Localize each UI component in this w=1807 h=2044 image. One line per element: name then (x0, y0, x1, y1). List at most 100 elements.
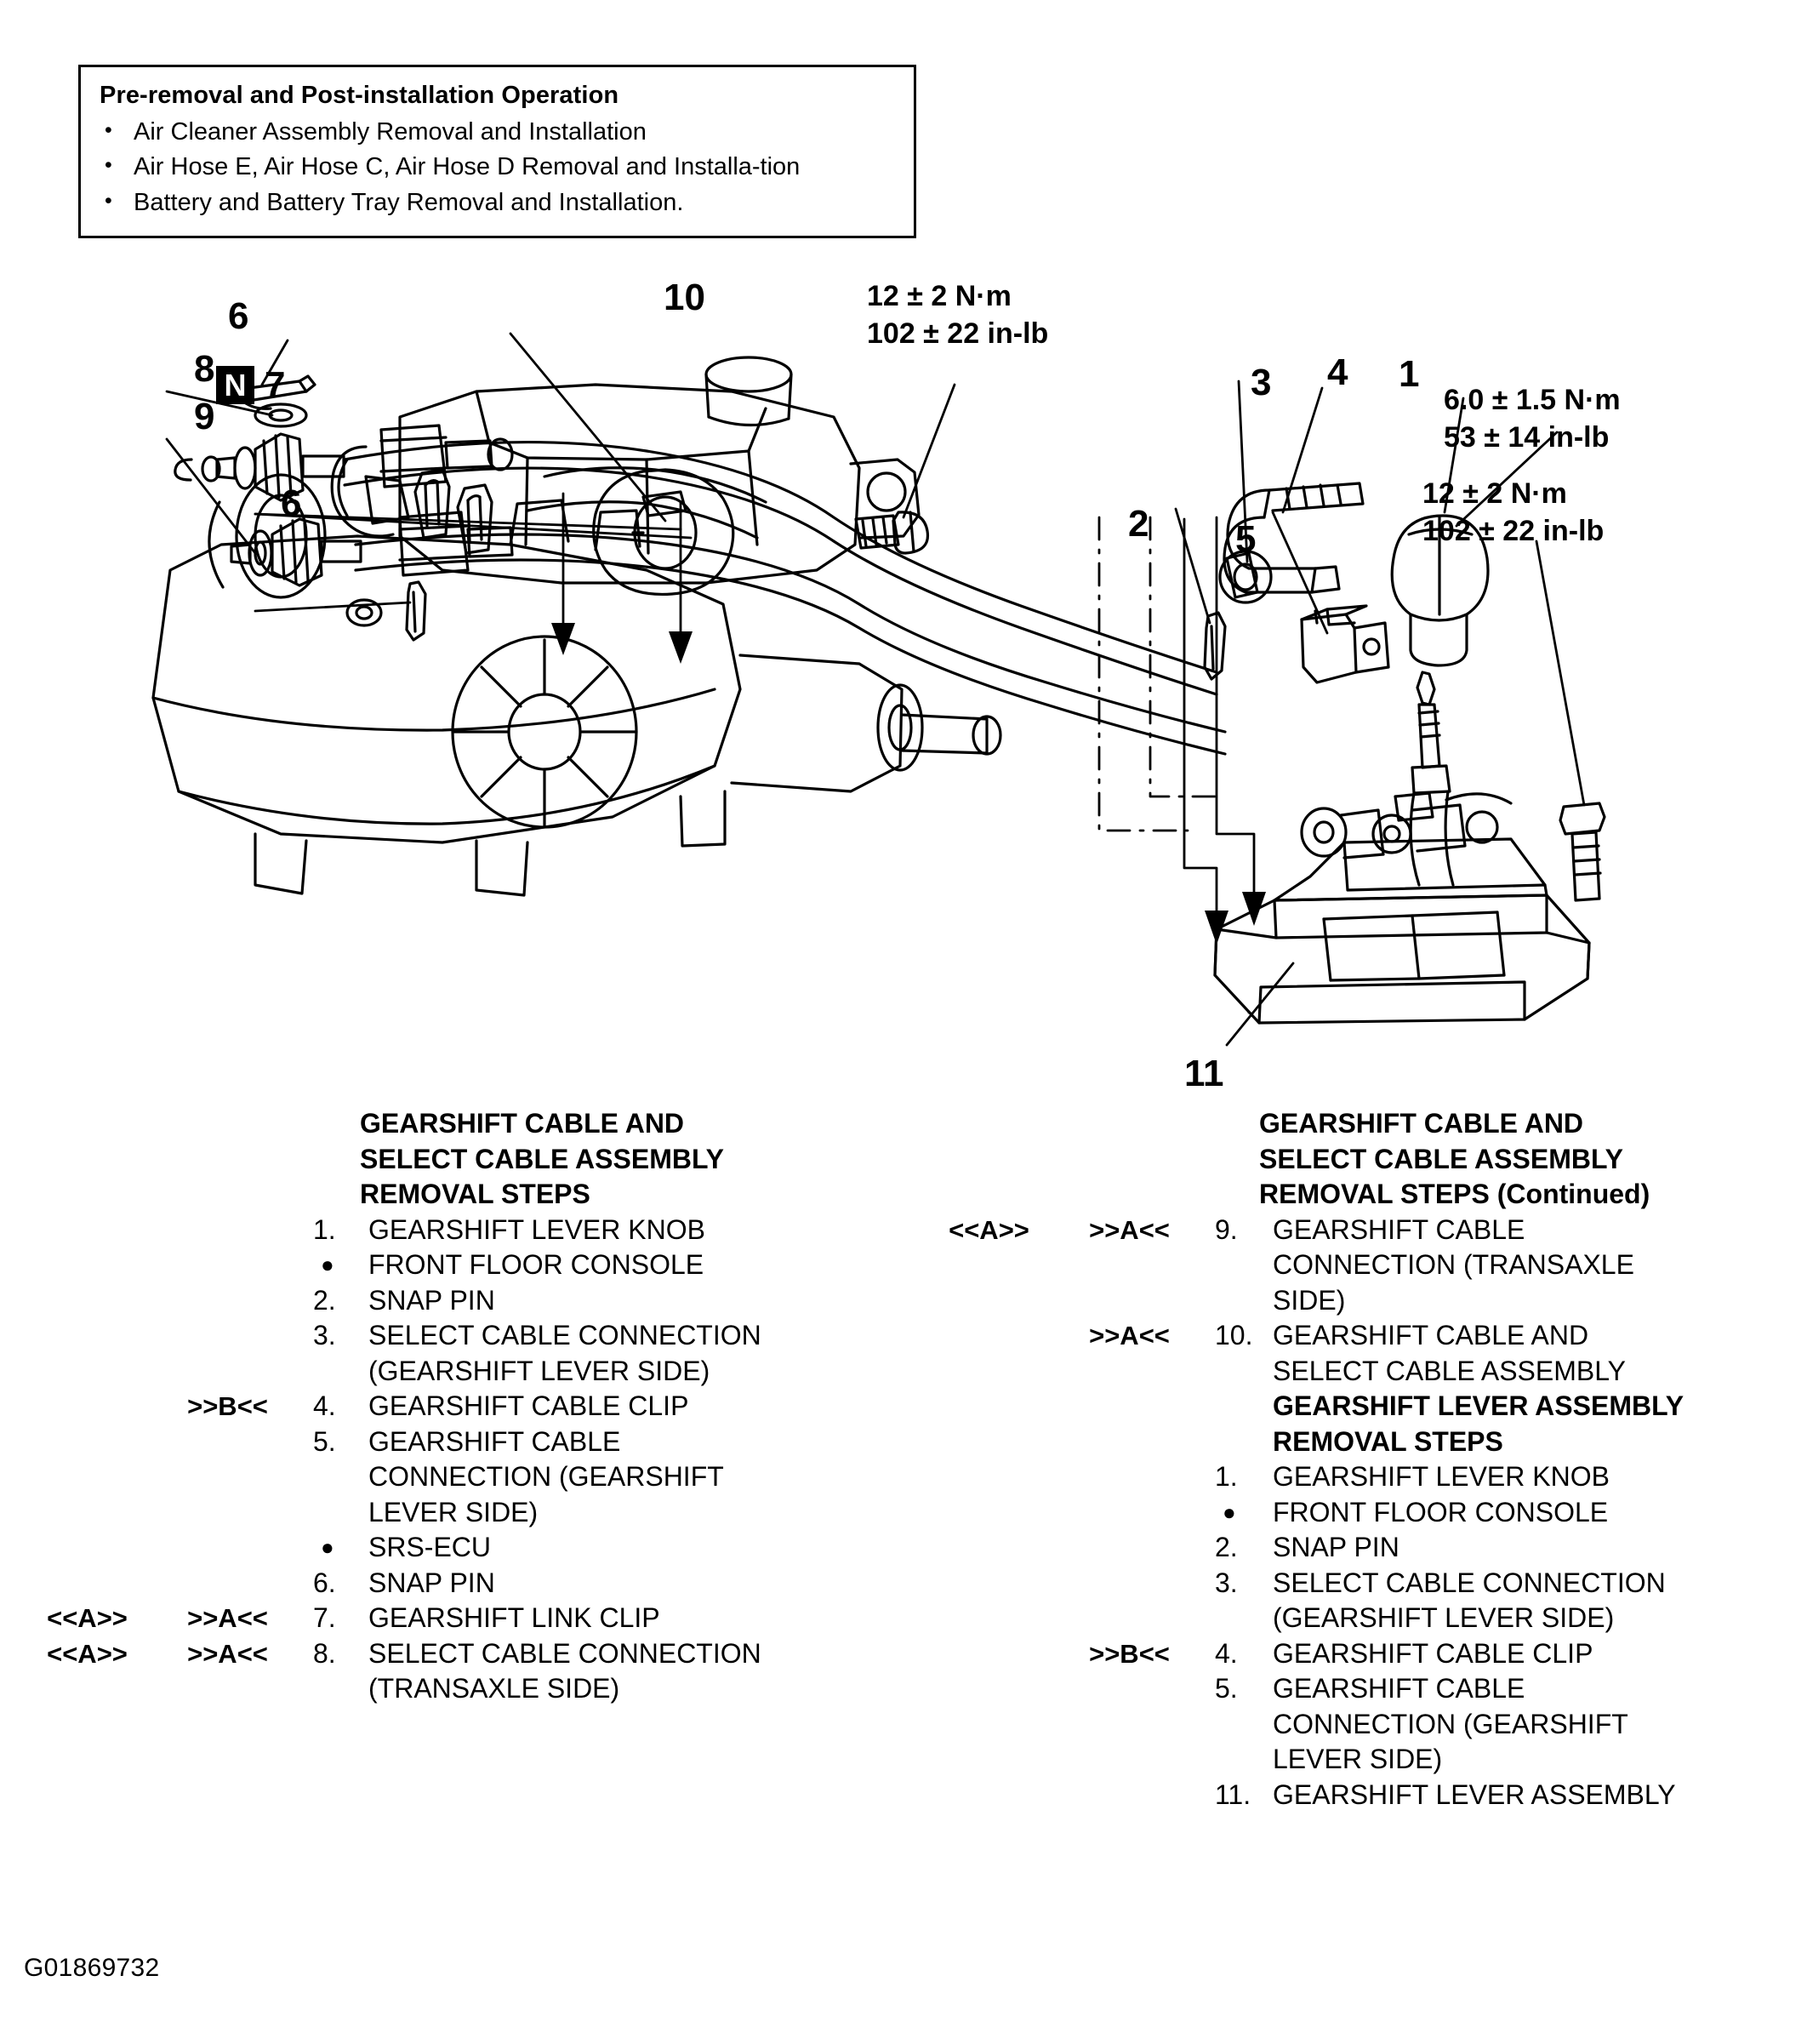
callout-11: 11 (1184, 1053, 1224, 1094)
step-text: REMOVAL STEPS (1273, 1425, 1503, 1457)
note-box-item-text: Air Hose E, Air Hose C, Air Hose D Remov… (134, 153, 801, 181)
callout-4: 4 (1327, 351, 1348, 393)
removal-step-row: LEVER SIDE) (902, 1742, 1807, 1778)
step-number: 9. (1215, 1213, 1238, 1245)
callout-10: 10 (664, 277, 705, 318)
step-text: SNAP PIN (1273, 1532, 1399, 1562)
callout-5: 5 (1235, 518, 1257, 560)
step-text: SNAP PIN (368, 1567, 495, 1598)
step-text: FRONT FLOOR CONSOLE (368, 1249, 704, 1280)
note-box-title: Pre-removal and Post-installation Operat… (100, 82, 619, 109)
step-text: GEARSHIFT CABLE (1273, 1673, 1525, 1704)
snap-pin-lower (345, 580, 427, 642)
steps-heading-line: SELECT CABLE ASSEMBLY (360, 1143, 724, 1174)
step-marker-install: >>B<< (187, 1391, 268, 1421)
step-text: (GEARSHIFT LEVER SIDE) (1273, 1602, 1615, 1633)
step-text: SELECT CABLE ASSEMBLY (1273, 1355, 1626, 1386)
step-text: LEVER SIDE) (368, 1496, 539, 1527)
removal-step-row: (TRANSAXLE SIDE) (0, 1671, 898, 1707)
removal-step-row: 11.GEARSHIFT LEVER ASSEMBLY (902, 1778, 1807, 1813)
step-text: LEVER SIDE) (1273, 1744, 1443, 1774)
pre-removal-note-box: Pre-removal and Post-installation Operat… (78, 65, 916, 238)
step-number: 1. (1215, 1461, 1238, 1492)
step-text: GEARSHIFT CABLE CLIP (368, 1390, 689, 1421)
removal-step-row: 6.SNAP PIN (0, 1566, 898, 1602)
torque-spec-knob: 6.0 ± 1.5 N·m 53 ± 14 in-lb (1444, 384, 1621, 454)
removal-step-row: >>B<<4.GEARSHIFT CABLE CLIP (902, 1636, 1807, 1672)
callout-8: 8 (194, 348, 215, 390)
step-marker-install: >>A<< (187, 1638, 268, 1669)
removal-step-row: 5.GEARSHIFT CABLE (0, 1425, 898, 1460)
step-text: GEARSHIFT CABLE CLIP (1273, 1637, 1593, 1669)
step-text: SNAP PIN (368, 1284, 495, 1316)
step-text: SELECT CABLE CONNECTION (1273, 1567, 1666, 1598)
step-text: (TRANSAXLE SIDE) (368, 1673, 620, 1704)
removal-step-row: (GEARSHIFT LEVER SIDE) (902, 1601, 1807, 1636)
removal-steps-right-column: GEARSHIFT CABLE AND SELECT CABLE ASSEMBLY… (902, 1106, 1807, 1813)
steps-heading-line: GEARSHIFT CABLE AND (360, 1108, 685, 1139)
transaxle-bracket-bolt (854, 511, 930, 555)
torque-spec-transaxle-bolt: 12 ± 2 N·m 102 ± 22 in-lb (867, 280, 1049, 351)
step-number: 10. (1215, 1320, 1253, 1350)
step-number: 5. (313, 1425, 336, 1457)
note-box-list: •Air Cleaner Assembly Removal and Instal… (100, 117, 895, 218)
removal-step-row: SIDE) (902, 1283, 1807, 1319)
removal-step-row: GEARSHIFT LEVER ASSEMBLY (902, 1389, 1807, 1425)
step-number: 11. (1215, 1779, 1251, 1810)
left-heading: GEARSHIFT CABLE AND SELECT CABLE ASSEMBLY… (0, 1106, 898, 1213)
gearshift-link-clips (413, 468, 493, 555)
removal-step-row: 3.SELECT CABLE CONNECTION (0, 1318, 898, 1354)
step-text: GEARSHIFT LEVER KNOB (1273, 1461, 1610, 1492)
callout-3: 3 (1251, 362, 1272, 403)
step-text: SIDE) (1273, 1284, 1346, 1316)
step-number: 4. (1215, 1637, 1238, 1669)
step-text: CONNECTION (GEARSHIFT (1273, 1708, 1628, 1739)
nut-marker-icon: N (216, 366, 254, 404)
callout-9: 9 (194, 396, 215, 437)
step-bullet-icon: ● (1223, 1499, 1236, 1525)
removal-step-row: CONNECTION (GEARSHIFT (0, 1459, 898, 1495)
steps-heading-line: GEARSHIFT CABLE AND (1259, 1108, 1584, 1139)
callout-6-upper: 6 (228, 295, 249, 337)
callout-7: 7 (265, 363, 286, 406)
step-number: 2. (313, 1284, 336, 1316)
note-box-item: •Battery and Battery Tray Removal and In… (100, 187, 895, 219)
step-marker-remove: <<A>> (949, 1214, 1029, 1245)
step-marker-remove: <<A>> (47, 1603, 128, 1633)
right-rows: <<A>> >>A<< 9. GEARSHIFT CABLE CONNECTION (T… (902, 1213, 1807, 1813)
removal-step-row: ● SRS-ECU (0, 1530, 898, 1566)
removal-steps-left-column: GEARSHIFT CABLE AND SELECT CABLE ASSEMBLY… (0, 1106, 898, 1707)
step-number: 8. (313, 1637, 336, 1669)
step-text: SELECT CABLE CONNECTION (368, 1637, 761, 1669)
removal-step-row: 3. SELECT CABLE CONNECTION (902, 1566, 1807, 1602)
left-rows: 1.GEARSHIFT LEVER KNOB ● FRONT FLOOR CONSO… (0, 1213, 898, 1707)
step-text: GEARSHIFT LEVER KNOB (368, 1213, 705, 1245)
cable-bracket-clamp (592, 468, 735, 597)
step-bullet-icon: ● (321, 1534, 334, 1560)
removal-step-row: <<A>>>>A<<7.GEARSHIFT LINK CLIP (0, 1601, 898, 1636)
removal-step-row: REMOVAL STEPS (902, 1425, 1807, 1460)
gearshift-lever-assembly (1213, 791, 1591, 1025)
step-marker-install: >>A<< (187, 1603, 268, 1633)
steps-heading-line: REMOVAL STEPS (Continued) (1259, 1179, 1650, 1209)
step-bullet-icon: ● (321, 1252, 334, 1277)
step-number: 3. (1215, 1567, 1238, 1598)
step-number: 3. (313, 1320, 336, 1350)
removal-step-row: 2.SNAP PIN (902, 1530, 1807, 1566)
step-text: CONNECTION (TRANSAXLE (1273, 1249, 1634, 1280)
removal-step-row: CONNECTION (TRANSAXLE (902, 1248, 1807, 1283)
step-marker-install: >>A<< (1089, 1321, 1170, 1350)
callout-1: 1 (1399, 353, 1420, 395)
step-marker-install: >>A<< (1089, 1214, 1170, 1245)
callout-leader-lines (165, 332, 1586, 1047)
step-number: 4. (313, 1390, 336, 1421)
gearshift-lever-knob (1390, 514, 1490, 667)
select-cable-connection-eye (1218, 550, 1273, 1014)
removal-step-row: 1. GEARSHIFT LEVER KNOB (902, 1459, 1807, 1495)
removal-step-row: 1.GEARSHIFT LEVER KNOB (0, 1213, 898, 1248)
step-text: GEARSHIFT CABLE (1273, 1213, 1525, 1245)
step-text: SRS-ECU (368, 1532, 492, 1562)
removal-step-row: 2. SNAP PIN (0, 1283, 898, 1319)
removal-step-row: >>B<< 4. GEARSHIFT CABLE CLIP (0, 1389, 898, 1425)
